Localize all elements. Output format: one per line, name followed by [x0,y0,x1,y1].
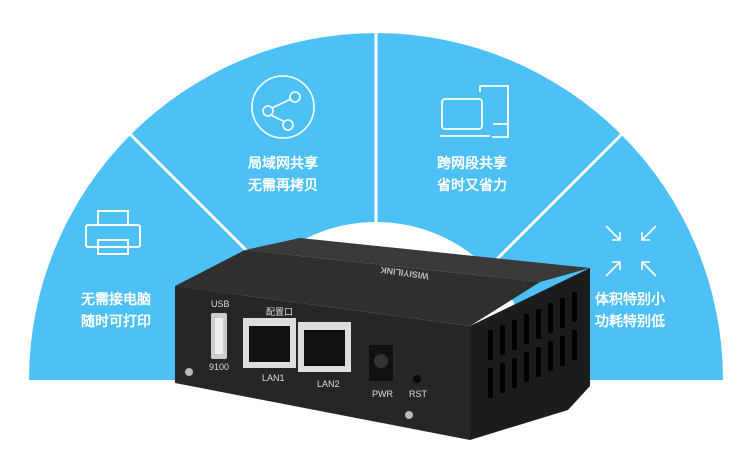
feature-compact: 体积特别小 功耗特别低 [570,289,690,333]
share-icon [251,75,315,139]
lan1-port [243,318,296,368]
feature-subtitle: 无需再拷贝 [248,178,318,194]
feature-subtitle: 随时可打印 [81,314,151,330]
print-server-device [175,238,590,440]
feature-printing: 无需接电脑 随时可打印 [56,289,176,333]
feature-lan-sharing: 局域网共享 无需再拷贝 [223,153,343,197]
lan2-label: LAN2 [317,379,340,389]
compress-arrows-icon [605,225,657,277]
feature-title: 跨网段共享 [437,156,507,172]
feature-title: 体积特别小 [595,292,665,308]
feature-cross-subnet: 跨网段共享 省时又省力 [412,153,532,197]
reset-button [413,375,421,383]
pwr-label: PWR [372,389,393,399]
port-number-label: 9100 [209,362,230,372]
printer-icon [85,210,141,255]
feature-subtitle: 功耗特别低 [595,314,665,330]
feature-subtitle: 省时又省力 [437,178,507,194]
devices-icon [440,85,509,138]
feature-title: 无需接电脑 [81,292,151,308]
config-port-label: 配置口 [266,307,294,317]
feature-title: 局域网共享 [248,156,318,172]
usb-label: USB [211,299,230,309]
lan1-label: LAN1 [262,373,285,383]
rst-label: RST [409,389,427,399]
lan2-port [298,322,351,372]
